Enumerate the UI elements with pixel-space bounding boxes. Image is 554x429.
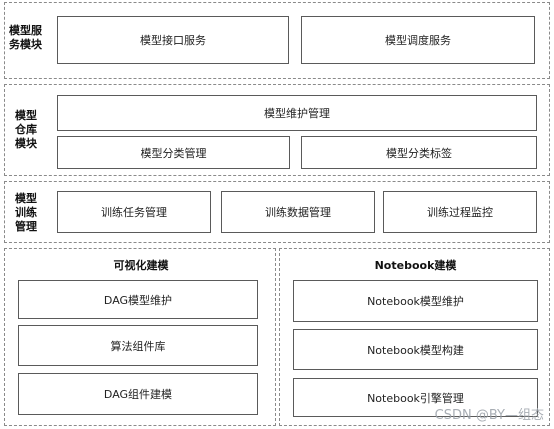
visual-modeling-module: 可视化建模 DAG模型维护 算法组件库 DAG组件建模 [4, 248, 276, 426]
notebook-model-maintenance-box: Notebook模型维护 [293, 280, 538, 322]
algorithm-component-library-box: 算法组件库 [18, 325, 258, 366]
label-line: 仓库 [15, 123, 37, 136]
model-training-label: 模型 训练 管理 [15, 192, 37, 234]
box-label: 模型维护管理 [264, 107, 330, 120]
box-label: 训练数据管理 [265, 206, 331, 219]
label-line: 训练 [15, 206, 37, 219]
box-label: Notebook模型维护 [367, 295, 464, 308]
notebook-model-build-box: Notebook模型构建 [293, 329, 538, 370]
visual-modeling-title: 可视化建模 [113, 259, 169, 272]
label-line: 模型服 [9, 24, 42, 37]
box-label: 训练任务管理 [101, 206, 167, 219]
model-service-module: 模型服 务模块 模型接口服务 模型调度服务 [4, 2, 550, 79]
box-label: 训练过程监控 [427, 206, 493, 219]
csdn-watermark: CSDN @BY—组态 [434, 408, 544, 423]
model-maintenance-box: 模型维护管理 [57, 95, 537, 131]
box-label: 模型调度服务 [385, 34, 451, 47]
label-line: 模型 [15, 109, 37, 122]
model-scheduling-service-box: 模型调度服务 [301, 16, 535, 64]
label-line: 模块 [15, 137, 37, 150]
model-training-module: 模型 训练 管理 训练任务管理 训练数据管理 训练过程监控 [4, 181, 550, 243]
box-label: Notebook引擎管理 [367, 391, 464, 405]
dag-component-modeling-box: DAG组件建模 [18, 373, 258, 415]
model-service-label: 模型服 务模块 [9, 24, 42, 52]
notebook-engine-management-box: Notebook引擎管理 [293, 378, 538, 417]
box-label: 模型接口服务 [140, 34, 206, 47]
label-line: 模型 [15, 192, 37, 205]
box-label: DAG模型维护 [103, 293, 173, 307]
label-line: 管理 [15, 220, 37, 233]
model-category-tag-box: 模型分类标签 [301, 136, 537, 169]
box-label: DAG组件建模 [103, 388, 173, 401]
label-line: 务模块 [9, 38, 42, 51]
training-data-management-box: 训练数据管理 [221, 191, 375, 233]
training-task-management-box: 训练任务管理 [57, 191, 211, 233]
model-repository-label: 模型 仓库 模块 [15, 109, 37, 151]
model-category-management-box: 模型分类管理 [57, 136, 290, 169]
model-interface-service-box: 模型接口服务 [57, 16, 289, 64]
notebook-modeling-module: Notebook建模 Notebook模型维护 Notebook模型构建 Not… [279, 248, 550, 426]
training-process-monitor-box: 训练过程监控 [383, 191, 537, 233]
box-label: 模型分类管理 [140, 146, 207, 160]
box-label: 算法组件库 [110, 339, 166, 353]
notebook-modeling-title: Notebook建模 [374, 259, 457, 272]
box-label: 模型分类标签 [386, 146, 452, 160]
box-label: Notebook模型构建 [367, 343, 464, 357]
model-repository-module: 模型 仓库 模块 模型维护管理 模型分类管理 模型分类标签 [4, 84, 550, 176]
dag-model-maintenance-box: DAG模型维护 [18, 280, 258, 319]
